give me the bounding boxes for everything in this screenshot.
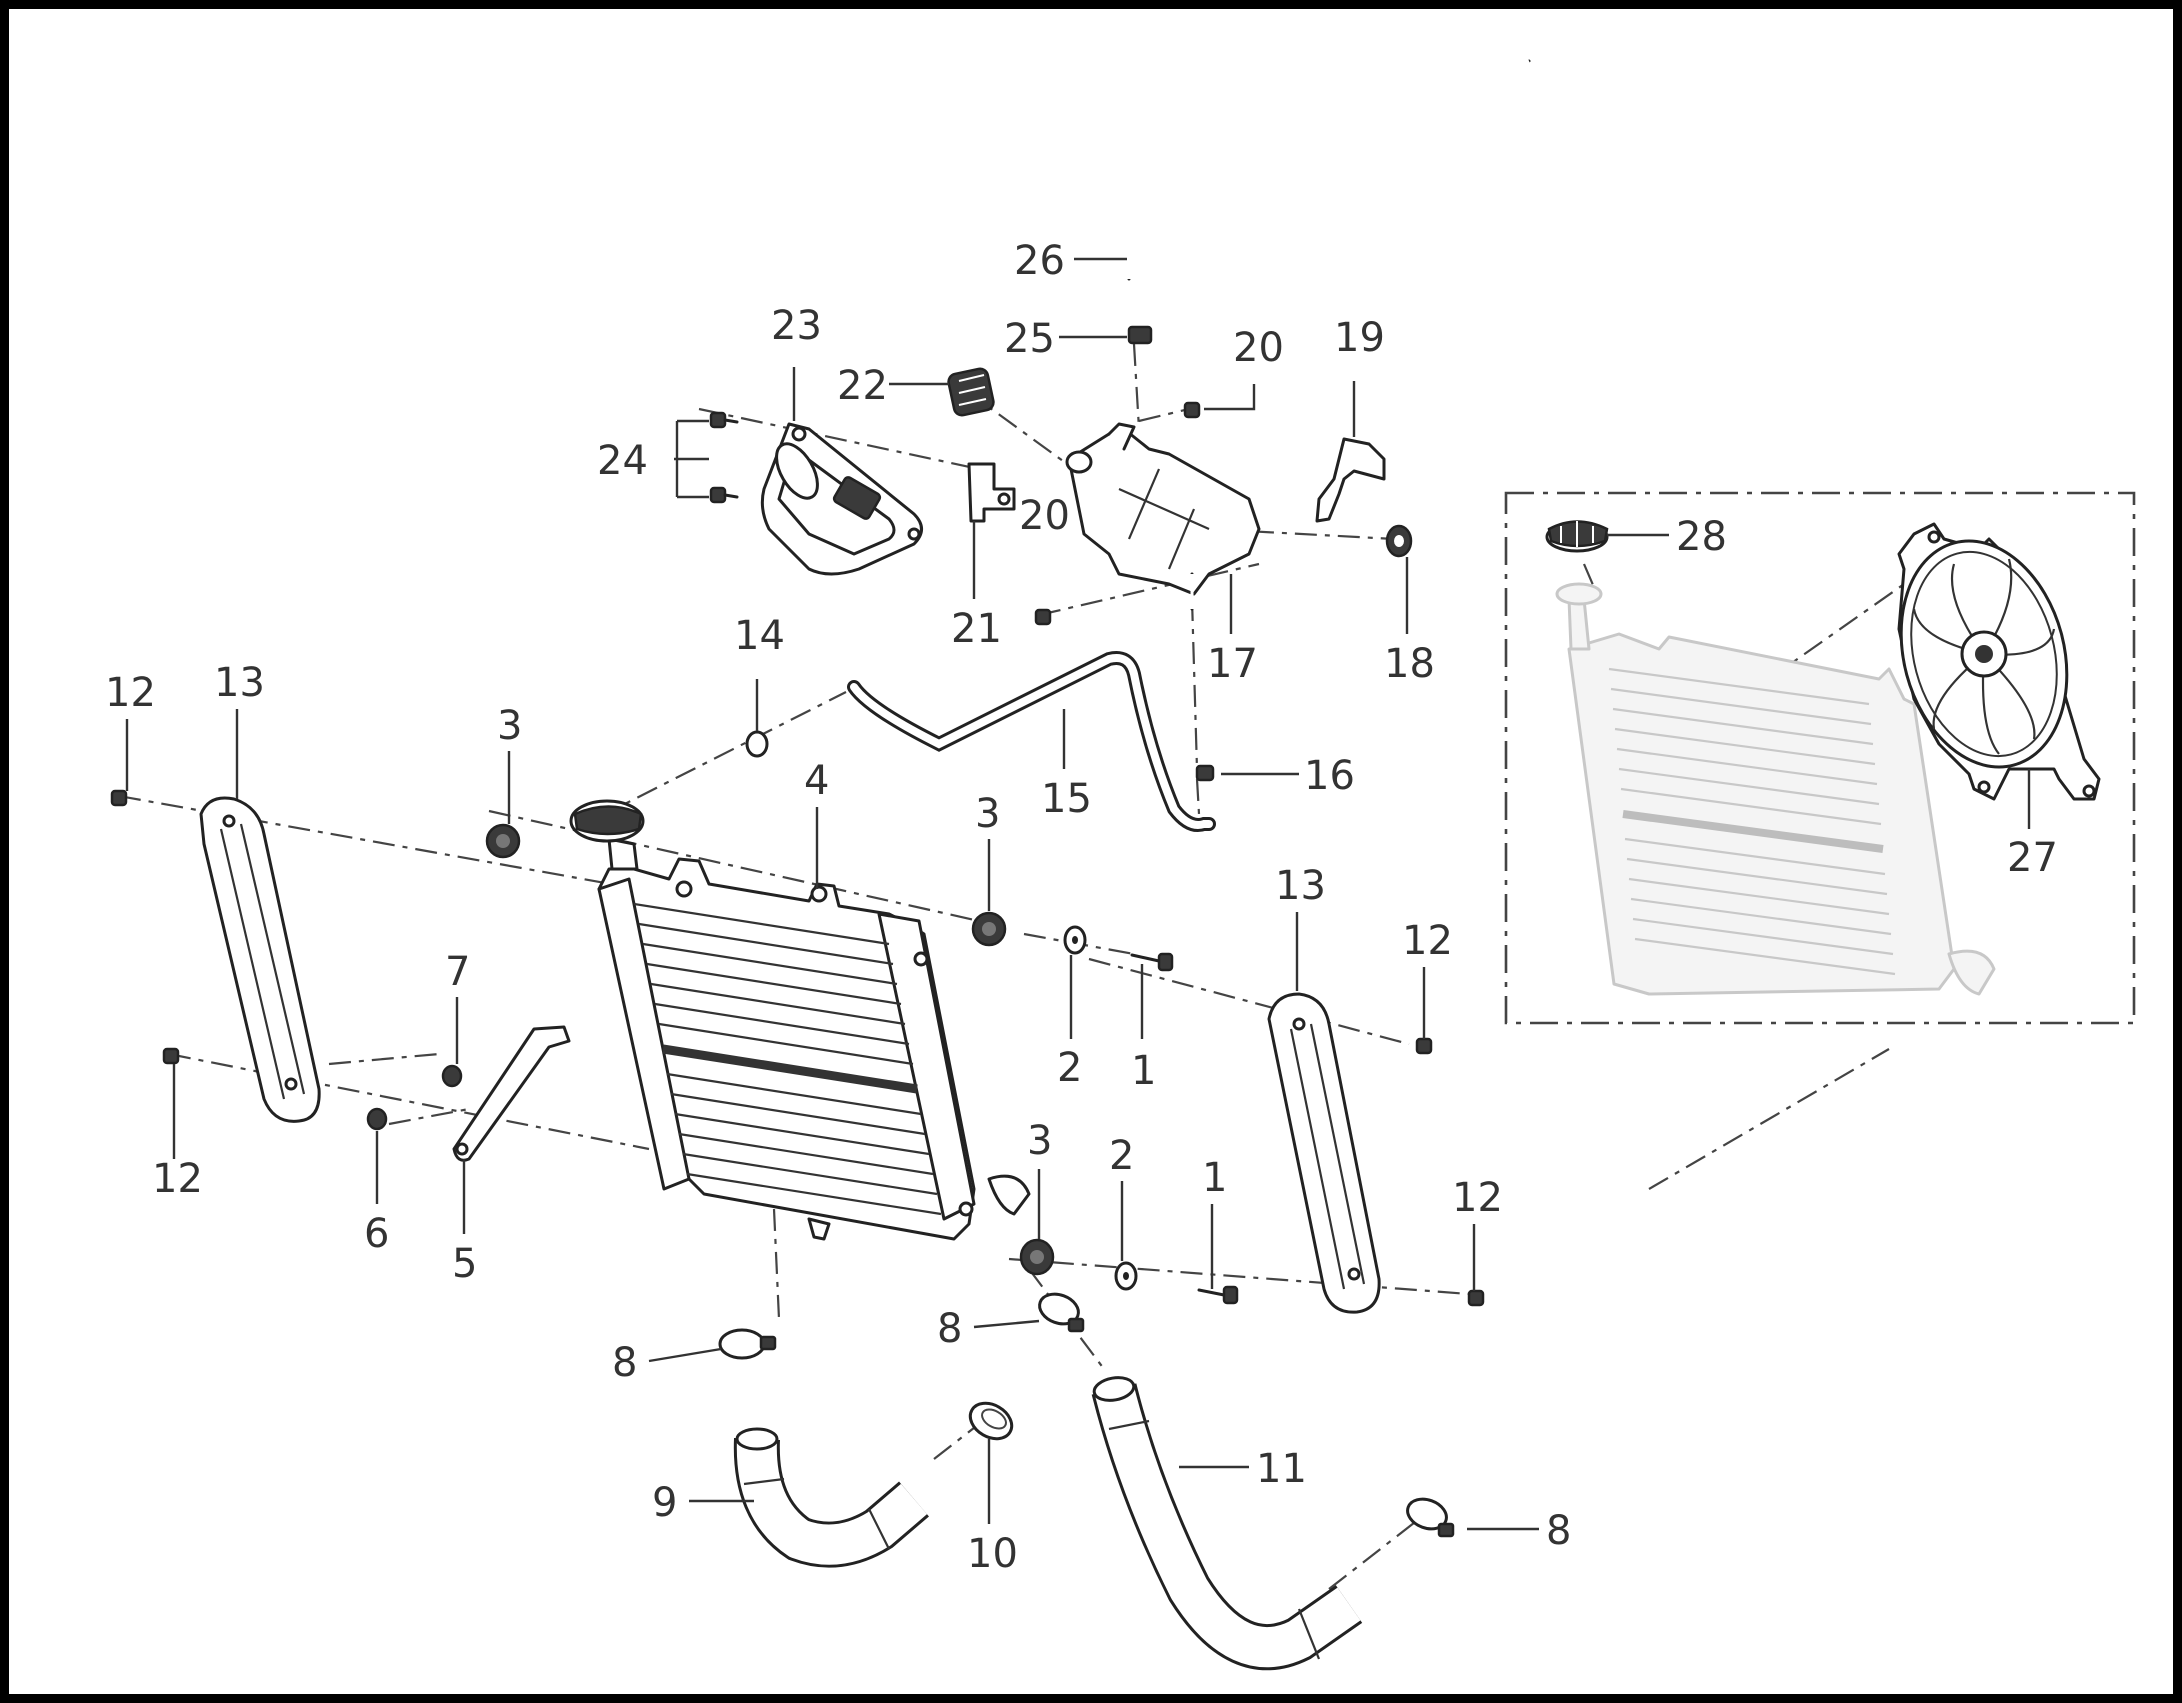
callout-4: 4 [804, 758, 829, 804]
callout-6: 6 [364, 1211, 389, 1257]
callout-28: 28 [1676, 514, 1727, 560]
grommet-18 [1385, 524, 1413, 558]
callout-26: 26 [1014, 238, 1065, 284]
callout-8-b: 8 [937, 1306, 962, 1352]
bolt-20-lower [1034, 608, 1052, 626]
callout-1-a: 1 [1131, 1048, 1156, 1094]
callout-8-a: 8 [612, 1340, 637, 1386]
callout-12-c: 12 [1402, 918, 1453, 964]
callout-5: 5 [452, 1241, 477, 1287]
callout-20-lower: 20 [1019, 493, 1070, 539]
screws-24 [709, 411, 739, 504]
inset-cap-28 [1545, 520, 1609, 553]
collar-7 [441, 1064, 463, 1088]
callout-25: 25 [1004, 316, 1055, 362]
callout-23: 23 [771, 303, 822, 349]
hose-9 [733, 1427, 929, 1568]
callout-13-a: 13 [214, 660, 265, 706]
breather-pipe-26 [1127, 59, 1531, 281]
leader-lines [125, 257, 2031, 1531]
diagram-sheet: 26 25 20 19 22 23 24 20 21 17 18 16 15 1… [9, 9, 2173, 1694]
callout-2-a: 2 [1057, 1045, 1082, 1091]
nut-6 [366, 1107, 388, 1131]
radiator-4 [597, 857, 1031, 1241]
callout-10: 10 [967, 1531, 1018, 1577]
cap-22 [947, 367, 995, 417]
exploded-parts-diagram: 26 25 20 19 22 23 24 20 21 17 18 16 15 1… [105, 59, 2136, 1671]
callout-24: 24 [597, 438, 648, 484]
bolt-20-upper [1183, 401, 1201, 419]
callout-20-upper: 20 [1233, 325, 1284, 371]
hose-11 [1091, 1376, 1363, 1671]
assembly-lines [118, 343, 1955, 1590]
bracket-19 [1315, 437, 1386, 523]
stay-bracket-5 [452, 1025, 571, 1162]
callout-15: 15 [1041, 776, 1092, 822]
callout-labels: 26 25 20 19 22 23 24 20 21 17 18 16 15 1… [105, 238, 2058, 1577]
clamp-14 [745, 730, 769, 758]
callout-1-b: 1 [1202, 1155, 1227, 1201]
nut-25 [1127, 325, 1153, 345]
overflow-hose-15 [847, 651, 1216, 832]
collar-ring-10 [968, 1401, 1014, 1441]
callout-17: 17 [1207, 641, 1258, 687]
callout-11: 11 [1256, 1446, 1307, 1492]
callout-16: 16 [1304, 753, 1355, 799]
side-cover-13-right [1267, 992, 1381, 1314]
radiator-filler-cap [569, 799, 645, 871]
side-cover-13-left [199, 796, 321, 1123]
callout-7: 7 [445, 949, 470, 995]
expansion-tank-17 [1065, 422, 1261, 611]
callout-14: 14 [734, 613, 785, 659]
callout-21: 21 [951, 606, 1002, 652]
callout-22: 22 [837, 363, 888, 409]
reservoir-cover-23 [760, 422, 923, 576]
inset-fan-27 [1897, 522, 2101, 801]
inset-fan-assembly [1504, 491, 2136, 1025]
callout-27: 27 [2007, 835, 2058, 881]
callout-13-b: 13 [1275, 863, 1326, 909]
callout-3-a: 3 [497, 703, 522, 749]
callout-8-c: 8 [1546, 1508, 1571, 1554]
washers-2 [1063, 925, 1138, 1291]
callout-9: 9 [652, 1480, 677, 1526]
callout-19: 19 [1334, 315, 1385, 361]
radiator-fins [633, 902, 942, 1216]
grommets-3 [485, 823, 1055, 1276]
connector-16 [1195, 764, 1215, 782]
callout-3-c: 3 [1027, 1118, 1052, 1164]
callout-12-d: 12 [1452, 1175, 1503, 1221]
callout-18: 18 [1384, 641, 1435, 687]
callout-12-a: 12 [105, 670, 156, 716]
callout-3-b: 3 [975, 791, 1000, 837]
inset-radiator-faded [1555, 582, 1996, 996]
callout-12-b: 12 [152, 1156, 203, 1202]
bolts-1 [1130, 952, 1239, 1305]
callout-2-b: 2 [1109, 1133, 1134, 1179]
bracket-21 [967, 462, 1016, 523]
hose-clamps-8 [718, 1292, 1455, 1538]
